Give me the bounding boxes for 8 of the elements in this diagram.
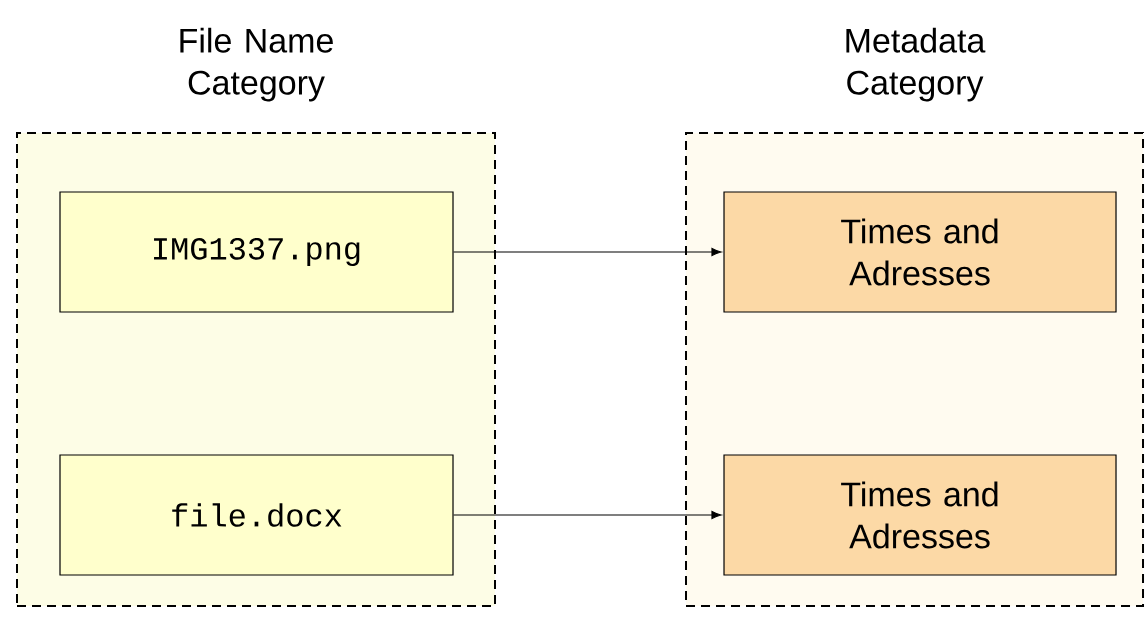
- arrow: [453, 510, 722, 520]
- metadata-box: Times and Adresses: [723, 454, 1117, 576]
- group-heading: File Name Category: [180, 27, 333, 102]
- file-name-box: file.docx: [59, 454, 454, 576]
- arrow: [453, 247, 722, 257]
- metadata-box: Times and Adresses: [723, 191, 1117, 313]
- group-heading: Metadata Category: [846, 27, 986, 102]
- file-name-box: IMG1337.png: [59, 191, 454, 313]
